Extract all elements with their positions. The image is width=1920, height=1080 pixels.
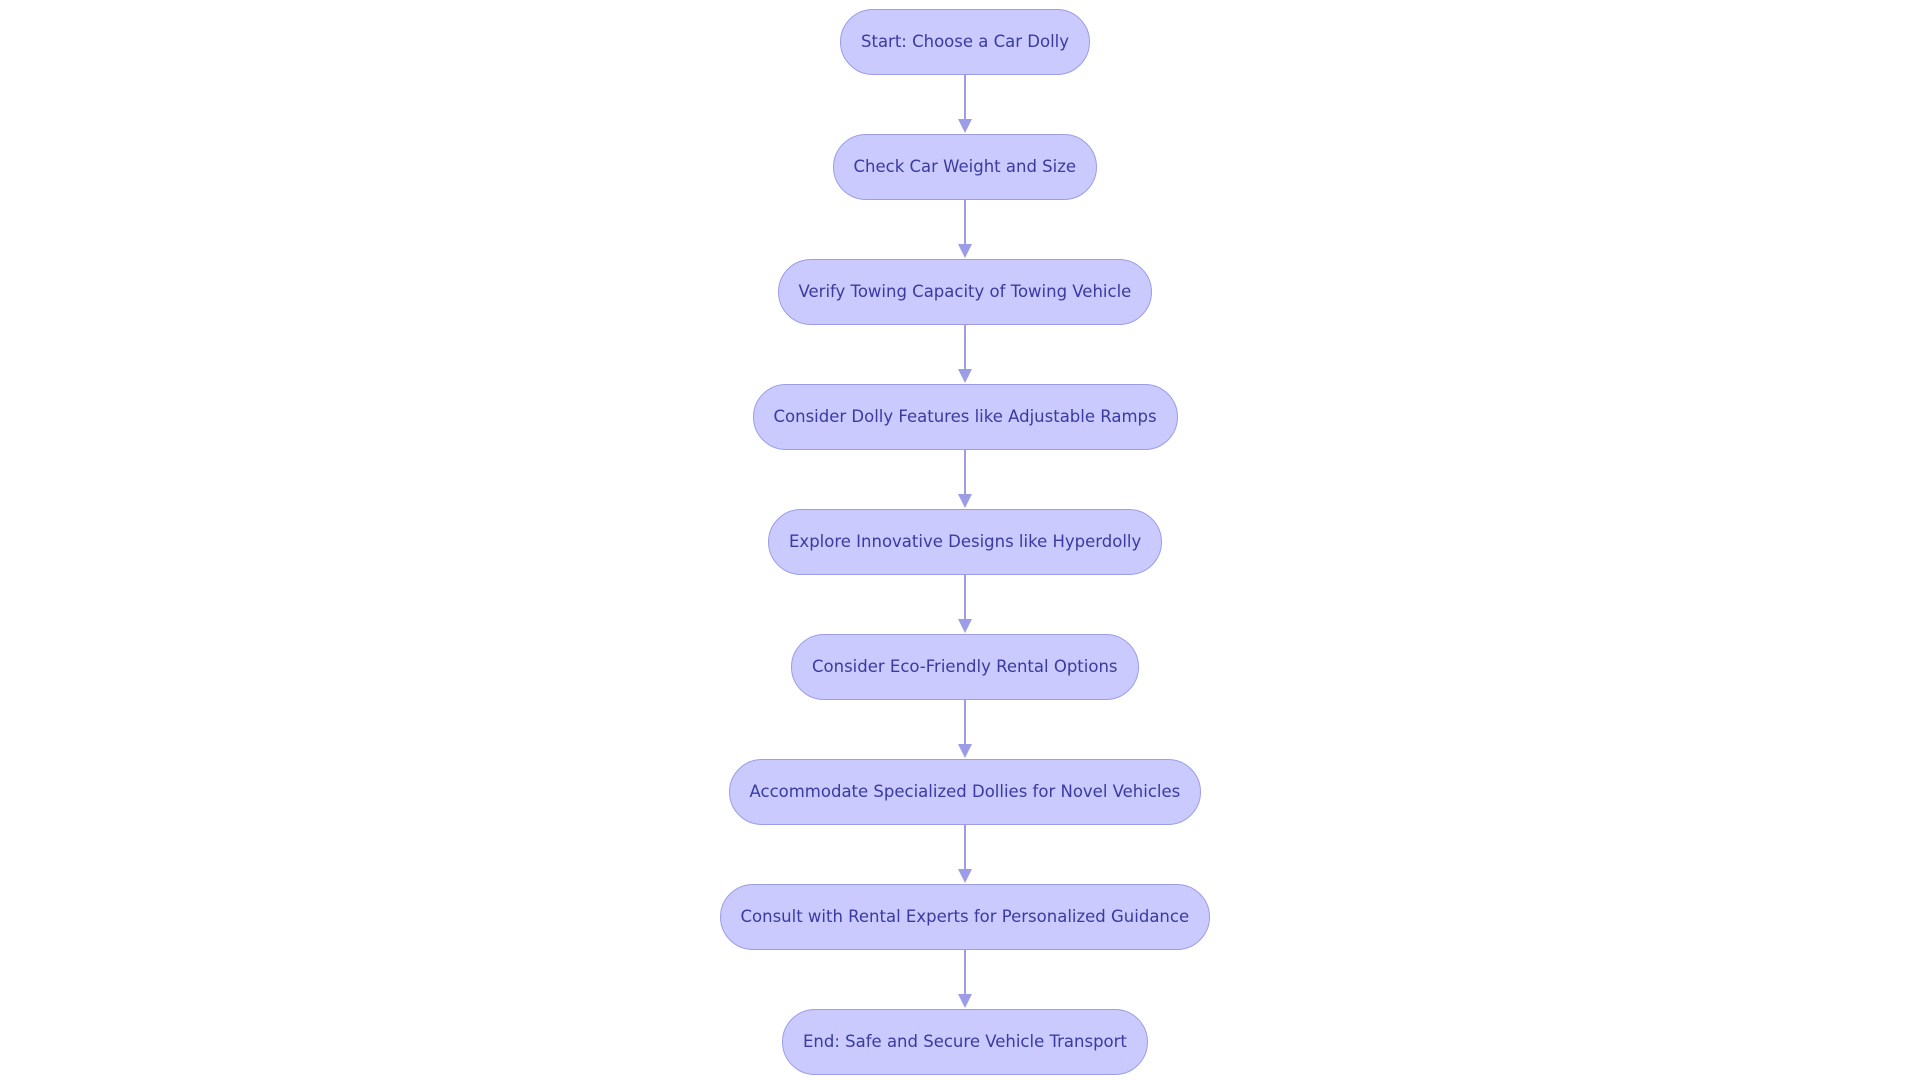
flow-step-node[interactable]: Start: Choose a Car Dolly bbox=[840, 9, 1091, 75]
flow-arrowhead-icon bbox=[958, 494, 972, 508]
flow-arrowhead-icon bbox=[958, 369, 972, 383]
flow-arrow bbox=[958, 450, 972, 508]
flow-arrowhead-icon bbox=[958, 744, 972, 758]
flow-arrowhead-icon bbox=[958, 869, 972, 883]
flow-arrow bbox=[958, 325, 972, 383]
flow-arrow bbox=[958, 75, 972, 133]
flow-arrowhead-icon bbox=[958, 119, 972, 133]
flow-arrow bbox=[958, 575, 972, 633]
flow-arrow bbox=[958, 700, 972, 758]
flow-step-node[interactable]: End: Safe and Secure Vehicle Transport bbox=[782, 1009, 1148, 1075]
flow-arrow bbox=[958, 200, 972, 258]
flow-arrowhead-icon bbox=[958, 994, 972, 1008]
flow-step-node[interactable]: Consider Dolly Features like Adjustable … bbox=[752, 384, 1178, 450]
flow-step-node[interactable]: Consult with Rental Experts for Personal… bbox=[719, 884, 1211, 950]
flow-step-node[interactable]: Accommodate Specialized Dollies for Nove… bbox=[728, 759, 1202, 825]
flow-step-node[interactable]: Check Car Weight and Size bbox=[832, 134, 1098, 200]
flow-arrowhead-icon bbox=[958, 619, 972, 633]
flow-arrow bbox=[958, 950, 972, 1008]
flow-arrow bbox=[958, 825, 972, 883]
flow-arrowhead-icon bbox=[958, 244, 972, 258]
flow-step-node[interactable]: Verify Towing Capacity of Towing Vehicle bbox=[777, 259, 1153, 325]
flow-step-node[interactable]: Explore Innovative Designs like Hyperdol… bbox=[768, 509, 1163, 575]
flow-step-node[interactable]: Consider Eco-Friendly Rental Options bbox=[791, 634, 1139, 700]
